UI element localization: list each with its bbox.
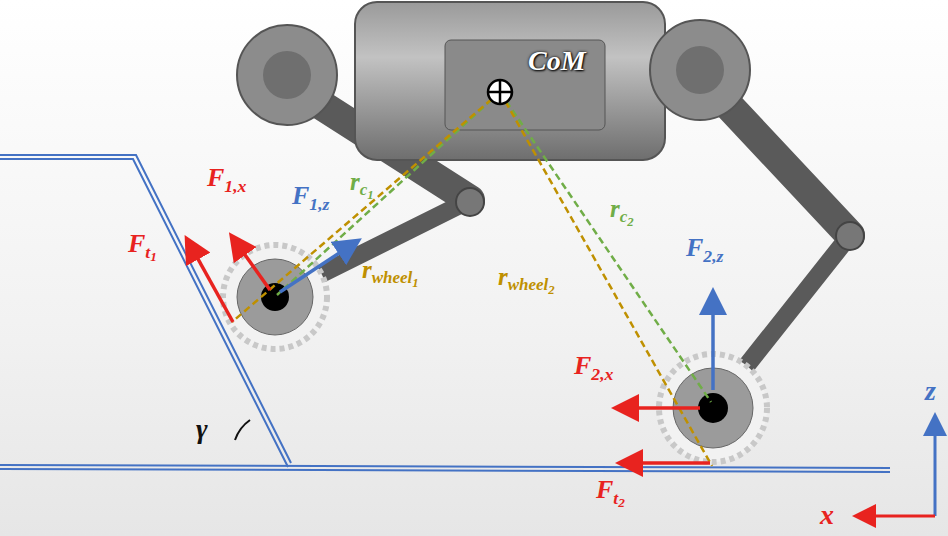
vector-label: rc2 [610, 195, 634, 223]
knee-joint [456, 188, 484, 216]
force-arrows [188, 238, 713, 463]
force-label: Ft2 [596, 476, 625, 505]
angle-arc [235, 420, 250, 440]
axis-label: z [925, 376, 936, 407]
force-label: F2,x [574, 352, 613, 381]
force-label: F2,z [686, 234, 723, 263]
hip-motor [676, 46, 724, 94]
vector-label: rwheel1 [362, 256, 419, 284]
vector-label: rwheel2 [498, 263, 555, 291]
body-panel [445, 40, 605, 130]
hip-motor [650, 20, 750, 120]
axis-label: x [820, 500, 834, 531]
hip-motor [237, 25, 337, 125]
angle-label: γ [196, 414, 208, 445]
com-marker [488, 80, 512, 104]
wheel [223, 245, 327, 349]
axes [858, 418, 935, 516]
robot-body [355, 2, 665, 160]
com-label: CoM [528, 46, 586, 77]
position-vectors [232, 92, 712, 466]
force-label: F1,z [292, 182, 329, 211]
vector-label: rc1 [350, 168, 374, 196]
force-label: F1,x [207, 164, 246, 193]
force-label: Ft1 [128, 230, 157, 259]
terrain [0, 155, 890, 472]
hip-motor [263, 51, 311, 99]
knee-joint [836, 222, 864, 250]
